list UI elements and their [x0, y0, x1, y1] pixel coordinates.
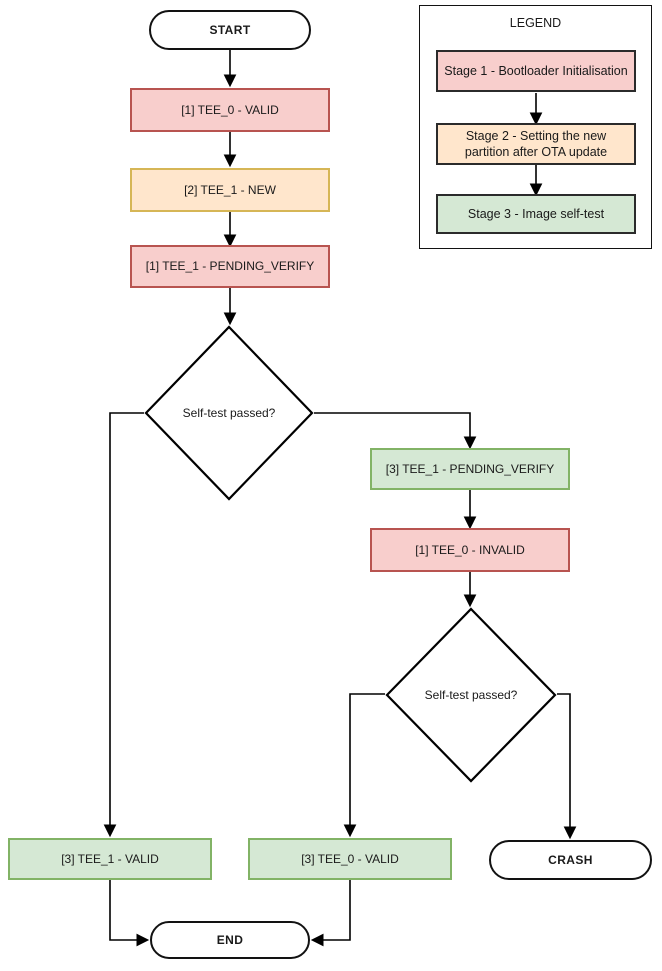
edge-decision1-right	[314, 412, 477, 450]
node-tee1-new[interactable]: [2] TEE_1 - NEW	[130, 168, 330, 212]
diamond-shape-1	[144, 325, 314, 501]
edge-decision1-left	[103, 412, 144, 838]
edge-decision2-right	[557, 693, 577, 840]
node-tee1-valid[interactable]: [3] TEE_1 - VALID	[8, 838, 212, 880]
edge-decision2-left	[343, 693, 385, 838]
node-end-label: END	[216, 932, 244, 947]
node-tee0-valid-label: [1] TEE_0 - VALID	[181, 102, 279, 117]
legend-edge-layer	[529, 93, 543, 197]
node-tee0-valid-3[interactable]: [3] TEE_0 - VALID	[248, 838, 452, 880]
legend-item-stage-3: Stage 3 - Image self-test	[436, 194, 636, 234]
legend-item-stage-1-label: Stage 1 - Bootloader Initialisation	[444, 63, 628, 78]
legend-panel: LEGEND Stage 1 - Bootloader Initialisati…	[419, 5, 652, 249]
node-decision-self-test-1-label: Self-test passed?	[182, 406, 276, 420]
legend-title: LEGEND	[509, 16, 562, 30]
edge-tee1valid-to-end	[109, 880, 150, 947]
node-tee1-new-label: [2] TEE_1 - NEW	[184, 182, 276, 197]
node-start[interactable]: START	[149, 10, 311, 50]
diamond-shape-2	[385, 607, 557, 783]
node-end[interactable]: END	[150, 921, 310, 959]
node-tee0-invalid-label: [1] TEE_0 - INVALID	[415, 542, 525, 557]
legend-item-stage-1: Stage 1 - Bootloader Initialisation	[436, 50, 636, 92]
node-tee1-pending-verify-3-label: [3] TEE_1 - PENDING_VERIFY	[385, 461, 555, 476]
node-crash[interactable]: CRASH	[489, 840, 652, 880]
node-tee1-pending-verify-1[interactable]: [1] TEE_1 - PENDING_VERIFY	[130, 245, 330, 288]
node-tee1-pending-verify-3[interactable]: [3] TEE_1 - PENDING_VERIFY	[370, 448, 570, 490]
node-tee0-valid-3-label: [3] TEE_0 - VALID	[301, 851, 399, 866]
node-tee0-valid[interactable]: [1] TEE_0 - VALID	[130, 88, 330, 132]
node-decision-self-test-2[interactable]: Self-test passed?	[385, 607, 557, 783]
node-start-label: START	[209, 22, 251, 37]
node-crash-label: CRASH	[548, 852, 593, 867]
node-decision-self-test-2-label: Self-test passed?	[424, 688, 518, 702]
legend-item-stage-3-label: Stage 3 - Image self-test	[467, 206, 605, 221]
edge-tee0valid3-to-end	[310, 880, 351, 947]
node-decision-self-test-1[interactable]: Self-test passed?	[144, 325, 314, 501]
node-tee0-invalid[interactable]: [1] TEE_0 - INVALID	[370, 528, 570, 572]
node-tee1-valid-label: [3] TEE_1 - VALID	[61, 851, 159, 866]
node-tee1-pending-verify-1-label: [1] TEE_1 - PENDING_VERIFY	[145, 259, 315, 273]
legend-item-stage-2: Stage 2 - Setting the new partition afte…	[436, 123, 636, 165]
legend-item-stage-2-label: Stage 2 - Setting the new partition afte…	[464, 128, 608, 159]
